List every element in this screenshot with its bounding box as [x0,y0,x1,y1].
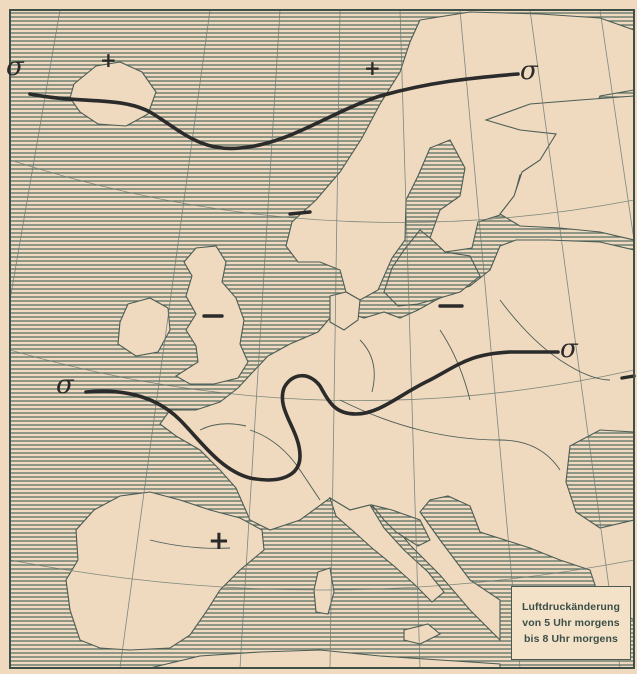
sigma-label-south-east: σ [560,334,578,364]
land-iberia [65,491,265,651]
minus-marks [202,210,636,380]
graticule [10,10,634,668]
isolines [28,72,560,482]
minus-mark-norway [288,210,312,216]
land-finland [484,95,634,241]
plus-mark-lapland: + [364,56,381,80]
legend-line-3: bis 8 Uhr morgens [524,633,618,645]
land-ireland [117,297,171,357]
legend-line-2: von 5 Uhr morgens [522,617,620,629]
map-border [9,9,635,669]
plus-mark-iberia: + [208,526,230,556]
legend-box: Luftdruckänderung von 5 Uhr morgens bis … [511,586,631,660]
land-italy [329,496,445,603]
legend-line-1: Luftdruckänderung [522,601,620,613]
minus-mark-east [620,374,636,380]
isoline-south [84,350,560,482]
land-iceland [69,61,157,127]
isoline-north [28,72,520,151]
sea-black-sea [565,429,634,529]
sea-adriatic [370,504,431,547]
land-denmark [329,291,361,331]
land-north-africa [149,649,501,668]
rivers [149,299,611,549]
sea-baltic [383,229,481,307]
sigma-label-north-west: σ [6,52,24,82]
sigma-label-south-west: σ [56,370,74,400]
plus-mark-iceland: + [100,48,117,72]
land-sicily [403,623,441,645]
land-continent [159,239,634,642]
sigma-label-north-east: σ [520,56,538,86]
